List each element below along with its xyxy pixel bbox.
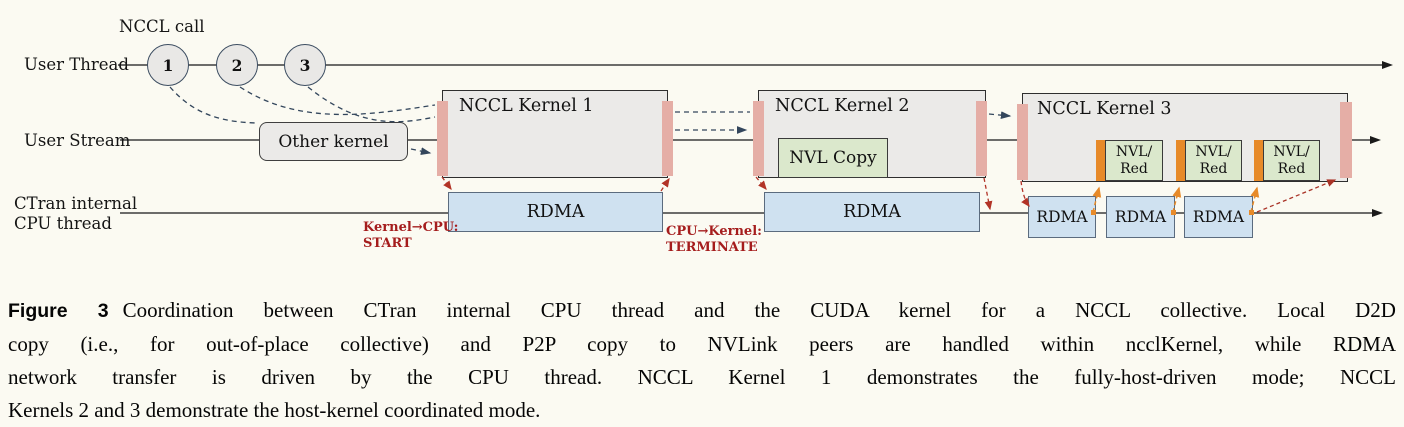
kernel2-start-bar xyxy=(753,101,764,176)
caption-line-3: network transfer is driven by the CPU th… xyxy=(8,365,1396,389)
kernel3-sync-bar-1 xyxy=(1096,140,1105,181)
nccl-call-circle-3: 3 xyxy=(284,44,326,86)
nccl-call-number-2: 2 xyxy=(231,55,243,75)
nvl-red-2-line1: NVL/ xyxy=(1195,143,1232,160)
kernel1-end-bar xyxy=(662,101,673,176)
terminate-annotation: CPU→Kernel: TERMINATE xyxy=(666,224,762,256)
other-kernel-box: Other kernel xyxy=(259,122,408,161)
nvl-red-2-line2: Red xyxy=(1199,160,1228,177)
user-stream-arrowhead xyxy=(1370,136,1381,144)
kernel3-end-bar xyxy=(1340,102,1352,178)
rdma-box-1: RDMA xyxy=(448,192,663,232)
cpu-thread-arrowhead xyxy=(1372,209,1383,217)
other-kernel-to-kernel1-arrow xyxy=(410,147,432,155)
start-annotation-line1: Kernel→CPU: xyxy=(363,220,459,235)
nvl-red-1-line2: Red xyxy=(1120,160,1148,177)
kernel3-start-bar xyxy=(1017,104,1028,180)
caption-text-1: Coordination between CTran internal CPU … xyxy=(122,298,1396,322)
call1-launch-curve xyxy=(169,86,258,124)
caption-line-4: Kernels 2 and 3 demonstrate the host-ker… xyxy=(8,398,541,422)
kernel1-start-signal xyxy=(441,176,452,191)
timeline-diagram: User Thread User Stream CTran internal C… xyxy=(14,17,1393,256)
rdma-box-3: RDMA xyxy=(1028,196,1096,238)
kernel1-start-bar xyxy=(437,101,448,176)
lane-label-user-stream: User Stream xyxy=(24,131,131,150)
nccl-call-circle-2: 2 xyxy=(216,44,258,86)
nccl-kernel-1-box: NCCL Kernel 1 xyxy=(442,90,668,178)
nccl-call-number-3: 3 xyxy=(299,55,311,75)
kernel2-to-kernel3-arrow xyxy=(988,111,1012,120)
kernel2-start-signal xyxy=(755,176,767,190)
kernel2-end-signal xyxy=(983,177,993,211)
lane-label-user-thread: User Thread xyxy=(24,55,129,74)
nccl-call-label: NCCL call xyxy=(119,17,205,36)
nvl-red-box-1: NVL/ Red xyxy=(1105,140,1163,181)
ctran-label-line2: CPU thread xyxy=(14,214,112,233)
nvl-copy-label: NVL Copy xyxy=(789,148,877,168)
ctran-label-line1: CTran internal xyxy=(14,194,138,213)
nvl-red-3-line1: NVL/ xyxy=(1273,143,1310,160)
nvl-copy-box: NVL Copy xyxy=(778,138,888,178)
lane-label-ctran: CTran internal CPU thread xyxy=(14,194,137,234)
nvl-red-3-line2: Red xyxy=(1277,160,1306,177)
figure-number-label: Figure 3 xyxy=(8,300,109,322)
figure-caption: Figure 3 Coordination between CTran inter… xyxy=(8,294,1396,427)
rdma-label-4: RDMA xyxy=(1114,208,1167,226)
kernel3-sync-bar-3 xyxy=(1254,140,1263,181)
kernel2-end-bar xyxy=(976,101,987,176)
nccl-call-circle-1: 1 xyxy=(147,44,189,86)
kernel3-sync-bar-2 xyxy=(1176,140,1185,181)
terminate-annotation-line2: TERMINATE xyxy=(666,240,758,255)
rdma-label-3: RDMA xyxy=(1036,208,1088,226)
nvl-red-box-2: NVL/ Red xyxy=(1185,140,1242,181)
call3-launch-curve xyxy=(307,86,436,123)
kernel3-terminate-signal xyxy=(1256,179,1337,213)
nccl-kernel-1-title: NCCL Kernel 1 xyxy=(459,96,594,116)
start-annotation: Kernel→CPU: START xyxy=(363,220,458,252)
call2-launch-curve xyxy=(239,86,436,116)
rdma-box-5: RDMA xyxy=(1184,196,1253,238)
rdma-box-2: RDMA xyxy=(764,192,980,232)
terminate-annotation-line1: CPU→Kernel: xyxy=(666,224,762,239)
rdma-label-2: RDMA xyxy=(843,202,901,222)
rdma-box-4: RDMA xyxy=(1106,196,1175,238)
nvl-red-box-3: NVL/ Red xyxy=(1263,140,1320,181)
other-kernel-label: Other kernel xyxy=(278,131,389,152)
user-thread-arrowhead xyxy=(1382,61,1393,69)
start-annotation-line2: START xyxy=(363,236,412,251)
kernel1-terminate-signal xyxy=(660,177,670,192)
nvl-red-1-line1: NVL/ xyxy=(1115,143,1153,160)
nccl-call-number-1: 1 xyxy=(162,55,174,75)
caption-line-1: Figure 3 Coordination between CTran inter… xyxy=(8,294,1396,328)
nccl-kernel-2-title: NCCL Kernel 2 xyxy=(775,96,910,116)
rdma-label-5: RDMA xyxy=(1192,208,1245,226)
nccl-kernel-3-title: NCCL Kernel 3 xyxy=(1037,99,1172,119)
caption-line-2: copy (i.e., for out-of-place collective)… xyxy=(8,332,1396,356)
rdma-label-1: RDMA xyxy=(526,202,585,222)
